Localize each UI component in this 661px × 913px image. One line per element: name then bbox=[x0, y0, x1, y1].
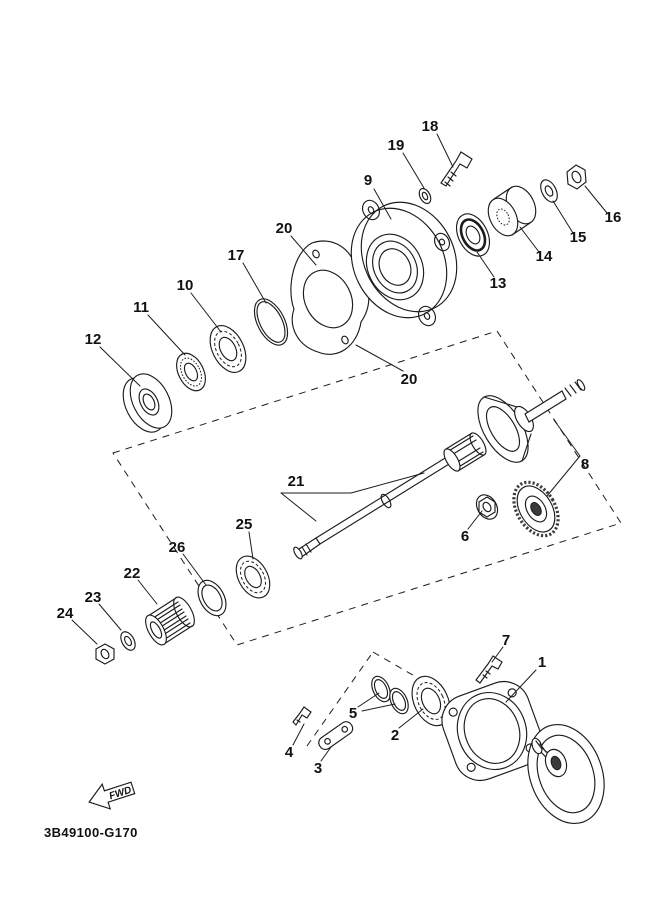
part-8-gear-set bbox=[477, 379, 586, 538]
part-16-nut bbox=[566, 164, 587, 190]
callout-20a: 20 bbox=[276, 220, 293, 237]
part-11-spline-washer bbox=[176, 352, 206, 392]
callout-8: 8 bbox=[581, 456, 589, 473]
part-22-coupling-sleeve bbox=[145, 596, 195, 646]
part-12-bearing bbox=[122, 373, 173, 433]
part-3-retainer-plate bbox=[318, 721, 354, 751]
part-7-bolt bbox=[475, 655, 503, 684]
part-10-bearing bbox=[209, 325, 247, 373]
part-23-washer bbox=[120, 631, 136, 651]
part-25-bearing bbox=[235, 555, 271, 599]
callout-14: 14 bbox=[536, 248, 553, 265]
part-13-bearing bbox=[455, 213, 491, 257]
callout-3: 3 bbox=[314, 760, 322, 777]
part-26-washer bbox=[197, 579, 227, 617]
callout-17: 17 bbox=[228, 247, 245, 264]
callout-12: 12 bbox=[85, 331, 102, 348]
callout-10: 10 bbox=[177, 277, 194, 294]
leader-lines bbox=[71, 133, 608, 762]
part-2-bearing bbox=[411, 675, 451, 727]
callout-24: 24 bbox=[57, 605, 74, 622]
part-5-shims bbox=[371, 675, 409, 715]
driven-gear bbox=[527, 723, 605, 825]
callout-19: 19 bbox=[388, 137, 405, 154]
part-19-washer bbox=[418, 187, 432, 205]
callout-22: 22 bbox=[124, 565, 141, 582]
callout-5: 5 bbox=[349, 705, 357, 722]
callout-25: 25 bbox=[236, 516, 253, 533]
part-18-bolt bbox=[440, 151, 473, 187]
callout-20b: 20 bbox=[401, 371, 418, 388]
part-1-bearing-housing-cover bbox=[441, 681, 543, 781]
part-6-nut bbox=[475, 494, 499, 520]
fwd-label: FWD bbox=[108, 785, 133, 803]
callout-4: 4 bbox=[285, 744, 294, 761]
part-15-washer bbox=[540, 179, 558, 203]
callout-23: 23 bbox=[85, 589, 102, 606]
callout-11: 11 bbox=[133, 299, 149, 316]
callout-6: 6 bbox=[461, 528, 469, 545]
part-4-screw bbox=[292, 706, 312, 726]
part-9-bearing-housing bbox=[350, 199, 458, 327]
part-14-damper-coupling bbox=[487, 185, 537, 237]
callout-2: 2 bbox=[391, 727, 399, 744]
callout-16: 16 bbox=[605, 209, 622, 226]
fwd-arrow: FWD bbox=[88, 781, 136, 810]
callout-18: 18 bbox=[422, 118, 439, 135]
callout-labels: 18 19 9 16 15 14 13 20 17 10 11 12 20 8 … bbox=[57, 118, 622, 777]
part-17-o-ring bbox=[253, 298, 289, 346]
diagram-code: 3B49100-G170 bbox=[44, 825, 138, 840]
callout-1: 1 bbox=[538, 654, 546, 671]
callout-9: 9 bbox=[364, 172, 372, 189]
callout-15: 15 bbox=[570, 229, 587, 246]
part-20-gasket bbox=[290, 240, 370, 355]
part-24-nut bbox=[95, 643, 115, 665]
callout-13: 13 bbox=[490, 275, 507, 292]
callout-7: 7 bbox=[502, 632, 510, 649]
callout-26: 26 bbox=[169, 539, 186, 556]
alignment-dashed-lines bbox=[112, 330, 622, 747]
part-21-drive-shaft bbox=[293, 432, 487, 560]
callout-21: 21 bbox=[288, 473, 305, 490]
